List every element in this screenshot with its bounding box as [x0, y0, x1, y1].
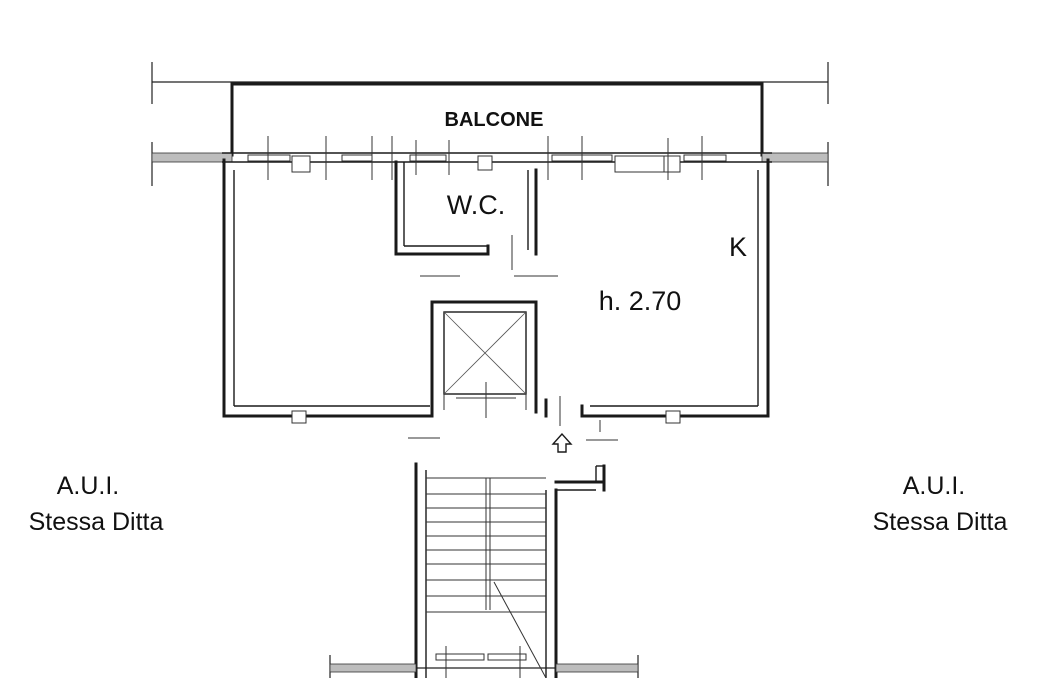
wc-label: W.C.: [447, 190, 506, 220]
north-wall: [151, 136, 829, 180]
balcony-label: BALCONE: [445, 109, 544, 131]
left-aui-label: A.U.I.: [57, 472, 120, 500]
right-aui-label: A.U.I.: [903, 472, 966, 500]
right-owner-label: Stessa Ditta: [873, 508, 1008, 536]
wc-walls: [394, 160, 558, 277]
entrance-arrow-icon: [551, 432, 573, 453]
elevator-shaft-icon: [430, 300, 548, 418]
ceiling-height-label: h. 2.70: [599, 286, 682, 316]
left-owner-label: Stessa Ditta: [29, 508, 164, 536]
exterior-walls: [222, 158, 770, 424]
entrance: [408, 396, 618, 441]
kitchen-label: K: [729, 232, 747, 262]
staircase: [329, 462, 639, 678]
balcony: [230, 82, 764, 157]
